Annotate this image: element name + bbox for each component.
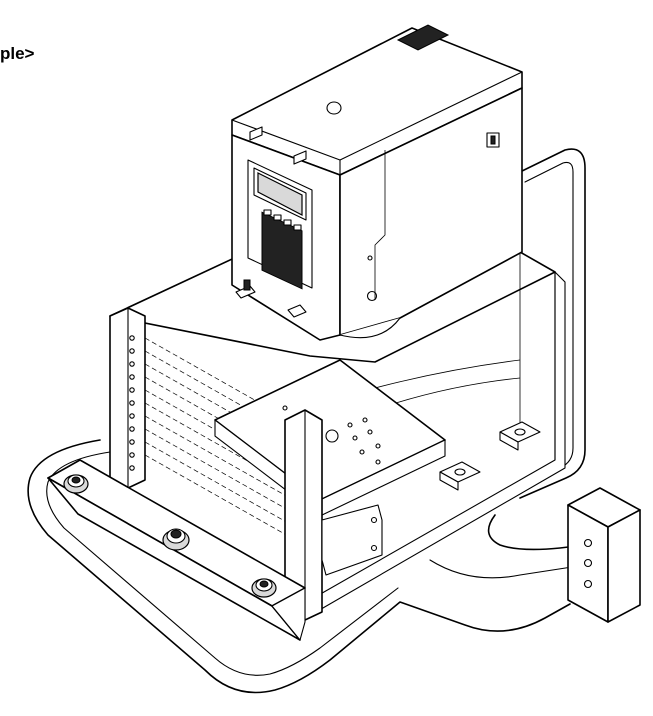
head-seam [374, 150, 386, 300]
vent-grille-icon [396, 24, 450, 51]
control-panel[interactable] [247, 159, 313, 290]
side-connector-icon [366, 290, 378, 302]
connector-port-3 [583, 579, 593, 589]
rear-cable-loop [519, 148, 586, 499]
lifting-handles [249, 126, 307, 165]
operator-console-end [271, 587, 306, 641]
light-curtain-emitters [129, 335, 135, 471]
fixture-holes [282, 405, 381, 465]
base-curve-2 [379, 377, 521, 409]
side-switch-icon[interactable] [486, 132, 500, 148]
connector-port-1 [583, 538, 593, 548]
cable-to-box-2 [429, 559, 586, 579]
side-screw-icon [367, 255, 373, 261]
side-bracket [321, 504, 383, 576]
keypad[interactable] [261, 211, 303, 290]
display-screen-inner [257, 172, 303, 216]
key-switch-icon[interactable] [235, 279, 256, 299]
connector-port-2 [583, 558, 593, 568]
safety-zone-outline-inner [46, 451, 399, 676]
right-palm-button[interactable] [251, 578, 277, 598]
head-base-curve [339, 317, 401, 339]
base-curve [359, 359, 521, 393]
junction-box [567, 487, 641, 623]
safety-zone-outline [27, 439, 571, 694]
small-button-icon[interactable] [287, 304, 307, 318]
mounting-foot-right [499, 421, 541, 451]
top-port-icon [326, 101, 342, 115]
operator-console-front [47, 477, 301, 641]
emergency-stop-button[interactable] [162, 528, 190, 551]
mounting-foot-left [439, 461, 481, 491]
function-keys[interactable] [263, 209, 302, 231]
left-palm-button[interactable] [63, 474, 89, 494]
partial-label: ple> [0, 44, 35, 63]
cable-to-box [487, 514, 586, 551]
